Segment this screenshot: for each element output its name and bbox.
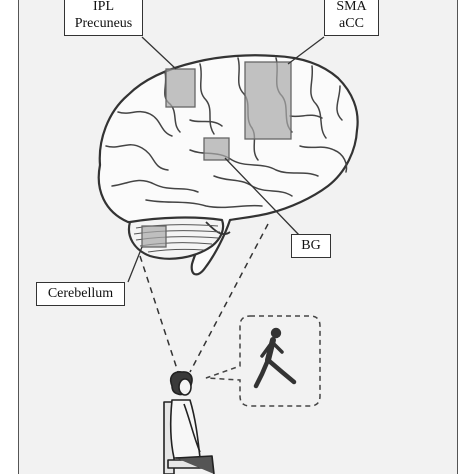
ipl-region: [165, 68, 196, 108]
ipl-label-line1: IPL: [93, 0, 114, 14]
highlight-regions: [141, 61, 292, 248]
cerebellum-region: [141, 225, 167, 248]
walking-person-icon: [253, 327, 297, 389]
thought-bubble: [205, 315, 321, 407]
cerebellum-label: Cerebellum: [36, 282, 125, 306]
projection-lines: [139, 223, 269, 373]
bg-region: [203, 137, 230, 161]
ipl-label-line2: Precuneus: [74, 16, 133, 31]
bg-label-text: BG: [301, 238, 321, 253]
sma-label-line2: aCC: [339, 16, 364, 31]
sma-region: [244, 61, 292, 140]
sma-label-line1: SMA: [336, 0, 367, 14]
bg-label: BG: [291, 234, 331, 258]
ipl-precuneus-label: IPL Precuneus: [64, 0, 143, 36]
seated-person-illustration: [163, 371, 215, 474]
cerebellum-label-text: Cerebellum: [47, 286, 114, 301]
leader-lines: [127, 36, 325, 283]
sma-acc-label: SMA aCC: [324, 0, 379, 36]
